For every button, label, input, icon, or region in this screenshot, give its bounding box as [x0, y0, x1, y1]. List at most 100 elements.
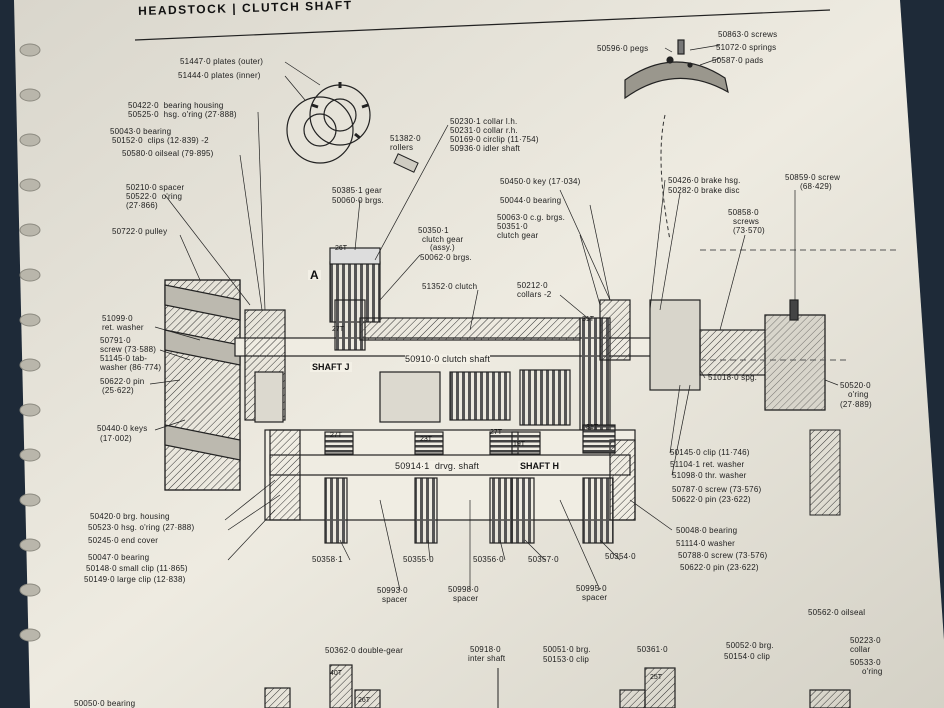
binding-holes: [19, 43, 41, 642]
part-label: washer (86·774): [100, 363, 162, 372]
part-label: 50995·0: [576, 584, 607, 593]
part-label: 50050·0 bearing: [74, 699, 136, 708]
part-label: 50245·0 end cover: [88, 536, 159, 545]
part-label: spacer: [453, 594, 479, 603]
part-label: 51444·0 plates (inner): [178, 71, 261, 80]
clutch-shaft-drawing: [234, 247, 826, 431]
part-label: 50047·0 bearing: [88, 553, 150, 562]
part-label: spacer: [382, 595, 408, 604]
part-label: 50420·0 brg. housing: [90, 512, 170, 521]
shaft-j-label: SHAFT J: [310, 362, 352, 372]
part-label: 50622·0 pin: [100, 377, 145, 386]
drive-shaft-drawing: [264, 424, 636, 544]
section-a-label: A: [308, 268, 321, 282]
tooth-count: 23T: [420, 436, 433, 443]
tooth-count: 27T: [332, 326, 345, 333]
pulley-drawing: [164, 279, 241, 491]
part-label: 51114·0 washer: [676, 539, 735, 548]
part-label: 51447·0 plates (outer): [180, 57, 264, 66]
part-label: 50060·0 brgs.: [332, 196, 384, 205]
part-label: spacer: [582, 593, 608, 602]
part-label: 50148·0 small clip (11·865): [86, 564, 188, 573]
part-label: screws: [733, 217, 760, 226]
part-label: 50230·1 collar l.h.: [450, 117, 518, 126]
part-label: 50722·0 pulley: [112, 227, 168, 236]
part-label: (68·429): [800, 182, 832, 191]
part-label: 50450·0 key (17·034): [500, 177, 581, 186]
part-label: 50788·0 screw (73·576): [678, 551, 768, 560]
part-label: (27·889): [840, 400, 872, 409]
part-label: 50596·0 pegs: [597, 44, 649, 53]
tooth-count: 26T: [358, 697, 371, 704]
part-label: 50520·0: [840, 381, 871, 390]
tooth-count: 31T: [586, 424, 599, 431]
part-label: 50525·0 hsg. o'ring (27·888): [128, 110, 237, 119]
part-label: 50914·1 drvg. shaft: [395, 461, 480, 471]
part-label: collars ‑2: [517, 290, 552, 299]
part-label: 50440·0 keys: [97, 424, 148, 433]
part-label: 50351·0: [497, 222, 528, 231]
part-label: 50154·0 clip: [724, 652, 770, 661]
part-label: 50580·0 oilseal (79·895): [122, 149, 214, 158]
part-label: 50044·0 bearing: [500, 196, 562, 205]
roller-drawing: [393, 153, 419, 173]
part-label: (assy.): [430, 243, 455, 252]
part-label: 50361·0: [637, 645, 668, 654]
part-label: collar: [850, 645, 871, 654]
part-label: (27·866): [126, 201, 158, 210]
part-label: screw (73·588): [100, 345, 157, 354]
leader-lines: [149, 44, 839, 591]
brake-pad-drawing: [624, 39, 729, 100]
part-label: 50043·0 bearing: [110, 127, 172, 136]
bottom-parts-drawing: [264, 664, 851, 708]
part-label: 51018·0 spg.: [708, 373, 758, 382]
part-label: 50791·0: [100, 336, 131, 345]
part-label: 50210·0 spacer: [126, 183, 185, 192]
shaft-h-label: SHAFT H: [518, 461, 561, 471]
part-label: 50231·0 collar r.h.: [450, 126, 518, 135]
part-label: 50350·1: [418, 226, 449, 235]
part-label: 50051·0 brg.: [543, 645, 591, 654]
part-label: o'ring: [848, 390, 869, 399]
part-label: 50993·0: [377, 586, 408, 595]
part-label: clutch gear: [422, 235, 464, 244]
part-label: 50523·0 hsg. o'ring (27·888): [88, 523, 195, 532]
part-label: 51352·0 clutch: [422, 282, 478, 291]
part-label: 50063·0 c.g. brgs.: [497, 213, 566, 222]
part-label: 50998·0: [448, 585, 479, 594]
tooth-count: 40T: [330, 670, 343, 677]
part-label: 50863·0 screws: [718, 30, 778, 39]
part-label: 50212·0: [517, 281, 548, 290]
part-label: 51382·0: [390, 134, 421, 143]
part-label: 50587·0 pads: [712, 56, 764, 65]
part-label: 50787·0 screw (73·576): [672, 485, 762, 494]
part-label: 51099·0: [102, 314, 133, 323]
tooth-count: 25T: [650, 674, 663, 681]
part-label: 51104·1 ret. washer: [670, 460, 745, 469]
part-label: 50153·0 clip: [543, 655, 589, 664]
part-label: 50149·0 large clip (12·838): [84, 575, 186, 584]
part-label: 50858·0: [728, 208, 759, 217]
part-label: 50169·0 circlip (11·754): [450, 135, 539, 144]
part-label: 50145·0 clip (11·746): [670, 448, 750, 457]
part-label: 51072·0 springs: [716, 43, 777, 52]
part-label: 50048·0 bearing: [676, 526, 738, 535]
part-label: 50422·0 bearing housing: [128, 101, 224, 110]
part-label: rollers: [390, 143, 414, 152]
part-label: 50562·0 oilseal: [808, 608, 866, 617]
part-label: 50426·0 brake hsg.: [668, 176, 741, 185]
part-label: (73·570): [733, 226, 765, 235]
part-label: 51145·0 tab‑: [100, 354, 148, 363]
tooth-count: 27T: [330, 432, 343, 439]
part-label: 50282·0 brake disc: [668, 186, 740, 195]
tooth-count: 26T: [335, 245, 348, 252]
part-label: 50356·0: [473, 555, 504, 564]
part-label: 50522·0 o'ring: [126, 192, 183, 201]
tooth-count: 31T: [582, 316, 595, 323]
tooth-count: 19T: [513, 441, 526, 448]
part-label: clutch gear: [497, 231, 539, 240]
part-label: inter shaft: [468, 654, 506, 663]
part-label: 50910·0 clutch shaft: [405, 354, 491, 364]
part-label: 50918·0: [470, 645, 501, 654]
